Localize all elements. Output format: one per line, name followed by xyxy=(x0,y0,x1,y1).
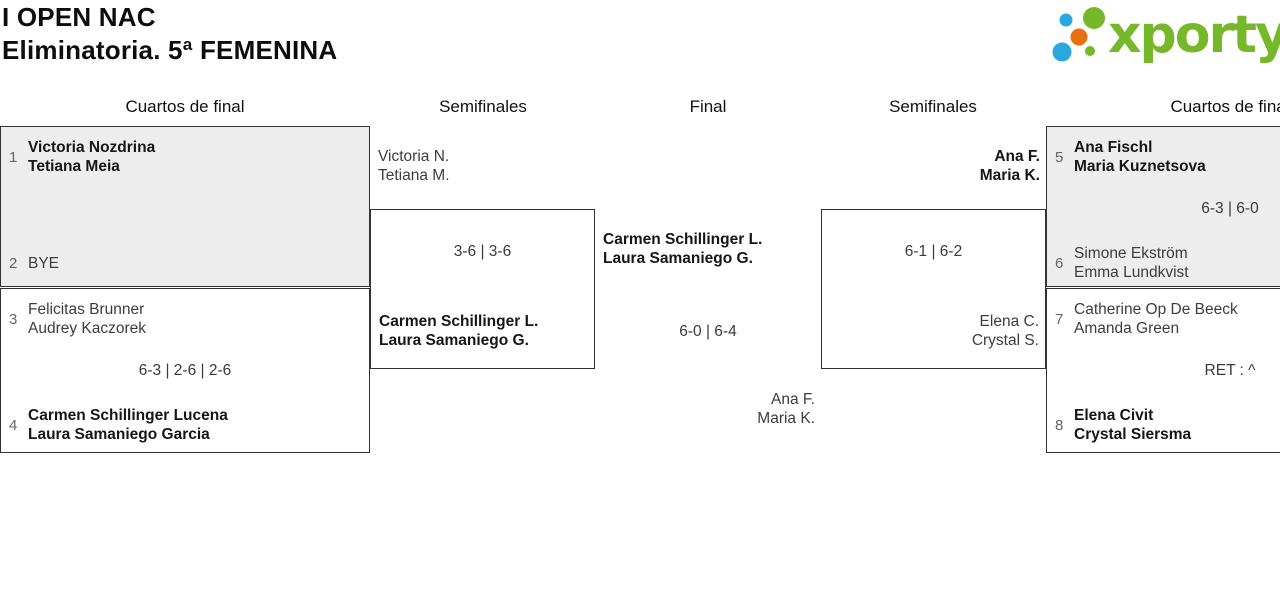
match-quarterfinal-left-top[interactable]: 1 Victoria Nozdrina Tetiana Meia 2 BYE xyxy=(0,126,370,287)
final-team1: Carmen Schillinger L. Laura Samaniego G. xyxy=(603,230,762,268)
player-name: Crystal S. xyxy=(971,332,1039,349)
seed-number: 7 xyxy=(1055,310,1064,328)
match-score: RET : ^ xyxy=(1204,362,1256,379)
semifinal-left-team1: Victoria N. Tetiana M. xyxy=(378,147,450,185)
match-score: 6-1 | 6-2 xyxy=(904,243,963,260)
team-row: 3 Felicitas Brunner Audrey Kaczorek xyxy=(9,300,361,338)
category-name: Eliminatoria. 5ª FEMENINA xyxy=(2,35,338,65)
tournament-name: I OPEN NAC xyxy=(2,2,156,32)
team-row: 4 Carmen Schillinger Lucena Laura Samani… xyxy=(9,406,361,444)
match-quarterfinal-right-bottom[interactable]: 7 Catherine Op De Beeck Amanda Green RET… xyxy=(1046,288,1280,453)
player-name: Tetiana M. xyxy=(378,167,450,184)
player-name: Carmen Schillinger L. xyxy=(379,313,539,330)
seed-number: 1 xyxy=(9,148,18,166)
semifinal-right-team1: Ana F. Maria K. xyxy=(821,147,1040,185)
player-name: Catherine Op De Beeck xyxy=(1074,301,1238,318)
team-names: Victoria Nozdrina Tetiana Meia xyxy=(28,138,155,176)
team-names: Simone Ekström Emma Lundkvist xyxy=(1074,244,1189,282)
match-quarterfinal-right-top[interactable]: 5 Ana Fischl Maria Kuznetsova 6-3 | 6-0 … xyxy=(1046,126,1280,287)
team-row: 1 Victoria Nozdrina Tetiana Meia xyxy=(9,138,361,176)
team-row: 7 Catherine Op De Beeck Amanda Green xyxy=(1055,300,1280,338)
seed-number: 5 xyxy=(1055,148,1064,166)
player-name: Laura Samaniego G. xyxy=(379,332,529,349)
player-name: Audrey Kaczorek xyxy=(28,320,147,337)
match-score: 6-3 | 2-6 | 2-6 xyxy=(138,362,232,379)
player-name: Elena C. xyxy=(979,313,1039,330)
team-names: Felicitas Brunner Audrey Kaczorek xyxy=(28,300,146,338)
final-score: 6-0 | 6-4 xyxy=(679,323,737,340)
match-score: 6-3 | 6-0 xyxy=(1201,200,1259,217)
player-name: Carmen Schillinger L. xyxy=(603,231,763,248)
match-semifinal-left[interactable]: 3-6 | 3-6 Carmen Schillinger L. Laura Sa… xyxy=(370,209,595,369)
player-name: Victoria N. xyxy=(378,148,450,165)
team-names: Ana Fischl Maria Kuznetsova xyxy=(1074,138,1206,176)
team-names: Carmen Schillinger L. Laura Samaniego G. xyxy=(379,312,538,350)
seed-number: 6 xyxy=(1055,254,1064,272)
player-name: Emma Lundkvist xyxy=(1074,264,1189,281)
round-header-quarterfinals-left: Cuartos de final xyxy=(125,97,245,116)
player-name: Elena Civit xyxy=(1074,407,1154,424)
xporty-logo-text: xporty xyxy=(1108,5,1280,65)
player-name: Crystal Siersma xyxy=(1074,426,1192,443)
player-name: BYE xyxy=(28,254,60,272)
team-names: Elena Civit Crystal Siersma xyxy=(1074,406,1191,444)
player-name: Simone Ekström xyxy=(1074,245,1188,262)
player-name: Tetiana Meia xyxy=(28,158,120,175)
round-header-final: Final xyxy=(689,97,727,116)
player-name: Maria K. xyxy=(979,167,1040,184)
round-header-quarterfinals-right: Cuartos de final xyxy=(1170,97,1280,116)
team-names: Catherine Op De Beeck Amanda Green xyxy=(1074,300,1238,338)
player-name: Ana F. xyxy=(771,391,815,408)
player-name: Laura Samaniego Garcia xyxy=(28,426,210,443)
round-header-semifinals-right: Semifinales xyxy=(889,97,977,116)
xporty-logo[interactable]: xporty xyxy=(1048,2,1280,70)
seed-number: 4 xyxy=(9,416,18,434)
match-score: 3-6 | 3-6 xyxy=(453,243,512,260)
team-row: 5 Ana Fischl Maria Kuznetsova xyxy=(1055,138,1280,176)
team-names: Elena C. Crystal S. xyxy=(972,312,1039,350)
player-name: Ana F. xyxy=(994,148,1040,165)
player-name: Victoria Nozdrina xyxy=(28,139,156,156)
seed-number: 8 xyxy=(1055,416,1064,434)
page-title: I OPEN NAC Eliminatoria. 5ª FEMENINA xyxy=(2,1,337,67)
final-winner: Ana F. Maria K. xyxy=(615,390,815,428)
player-name: Amanda Green xyxy=(1074,320,1180,337)
player-name: Felicitas Brunner xyxy=(28,301,145,318)
team-row: 8 Elena Civit Crystal Siersma xyxy=(1055,406,1280,444)
team-names: BYE xyxy=(28,254,59,273)
player-name: Maria Kuznetsova xyxy=(1074,158,1206,175)
player-name: Laura Samaniego G. xyxy=(603,250,753,267)
team-names: Carmen Schillinger Lucena Laura Samanieg… xyxy=(28,406,228,444)
seed-number: 2 xyxy=(9,254,18,272)
player-name: Maria K. xyxy=(757,410,815,427)
xporty-logo-dots-icon xyxy=(1052,7,1105,62)
team-row: 2 BYE xyxy=(9,244,361,282)
match-quarterfinal-left-bottom[interactable]: 3 Felicitas Brunner Audrey Kaczorek 6-3 … xyxy=(0,288,370,453)
seed-number: 3 xyxy=(9,310,18,328)
team-row: 6 Simone Ekström Emma Lundkvist xyxy=(1055,244,1280,282)
round-header-semifinals-left: Semifinales xyxy=(439,97,527,116)
player-name: Carmen Schillinger Lucena xyxy=(28,407,228,424)
match-semifinal-right[interactable]: 6-1 | 6-2 Elena C. Crystal S. xyxy=(821,209,1046,369)
player-name: Ana Fischl xyxy=(1074,139,1153,156)
